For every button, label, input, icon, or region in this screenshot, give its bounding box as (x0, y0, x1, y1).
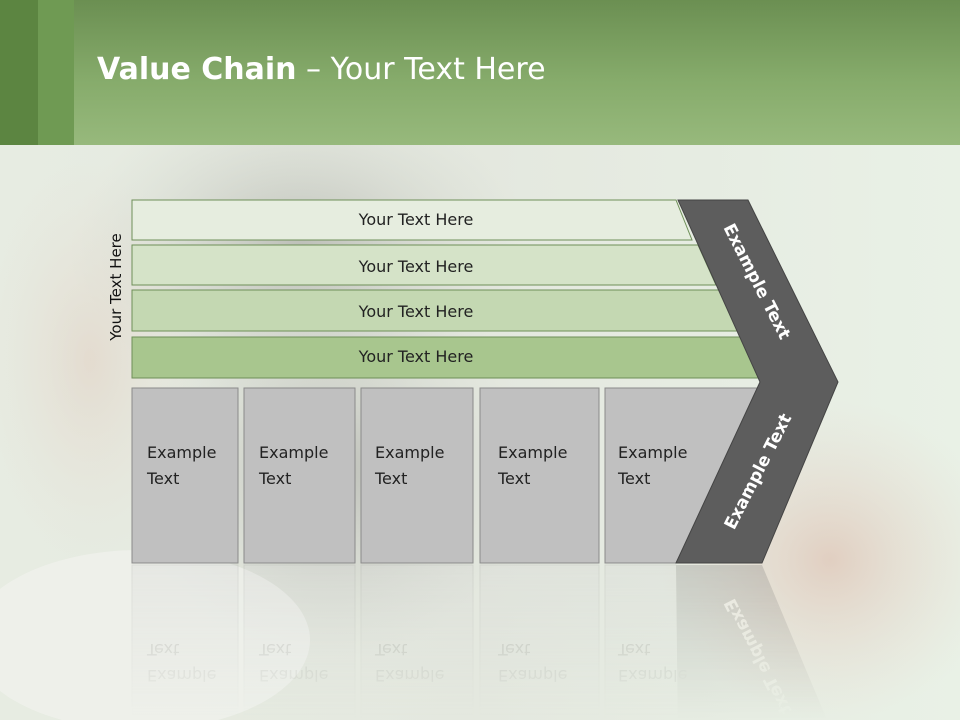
row-label: Your Text Here (358, 257, 474, 276)
reflection-line1: Example (147, 666, 216, 685)
activity-box-line1: Example (259, 443, 328, 462)
reflection-line2: Text (146, 640, 179, 659)
activity-box-line2: Text (617, 469, 650, 488)
title-bar-accent-mid (38, 0, 74, 145)
reflection-line2: Text (617, 640, 650, 659)
diagram-reflection: Example Text Example Text Example Text E… (131, 564, 828, 720)
row-label: Your Text Here (358, 347, 474, 366)
reflection-line1: Example (618, 666, 687, 685)
slide-title-rest: – Your Text Here (296, 52, 546, 87)
reflection-line1: Example (375, 666, 444, 685)
reflection-line2: Text (374, 640, 407, 659)
title-bar-accent-dark (0, 0, 38, 145)
activity-box-line1: Example (375, 443, 444, 462)
row-label: Your Text Here (358, 302, 474, 321)
row-label: Your Text Here (358, 210, 474, 229)
activity-box (243, 387, 356, 564)
reflection-line2: Text (258, 640, 291, 659)
activity-box-line2: Text (258, 469, 291, 488)
activity-box (360, 387, 474, 564)
activity-box-line1: Example (618, 443, 687, 462)
activity-box (479, 387, 600, 564)
title-bar: Value Chain – Your Text Here (0, 0, 960, 145)
activity-box-line2: Text (146, 469, 179, 488)
slide-title: Value Chain – Your Text Here (97, 52, 546, 87)
margin-chevron (675, 199, 839, 564)
reflection-line1: Example (498, 666, 567, 685)
activity-box-line2: Text (374, 469, 407, 488)
activity-box-line1: Example (147, 443, 216, 462)
activity-box-line1: Example (498, 443, 567, 462)
reflection-line1: Example (259, 666, 328, 685)
slide-title-bold: Value Chain (97, 52, 297, 87)
reflection-line2: Text (497, 640, 530, 659)
activity-box (131, 387, 239, 564)
activity-box-line2: Text (497, 469, 530, 488)
row-bar (131, 199, 693, 241)
